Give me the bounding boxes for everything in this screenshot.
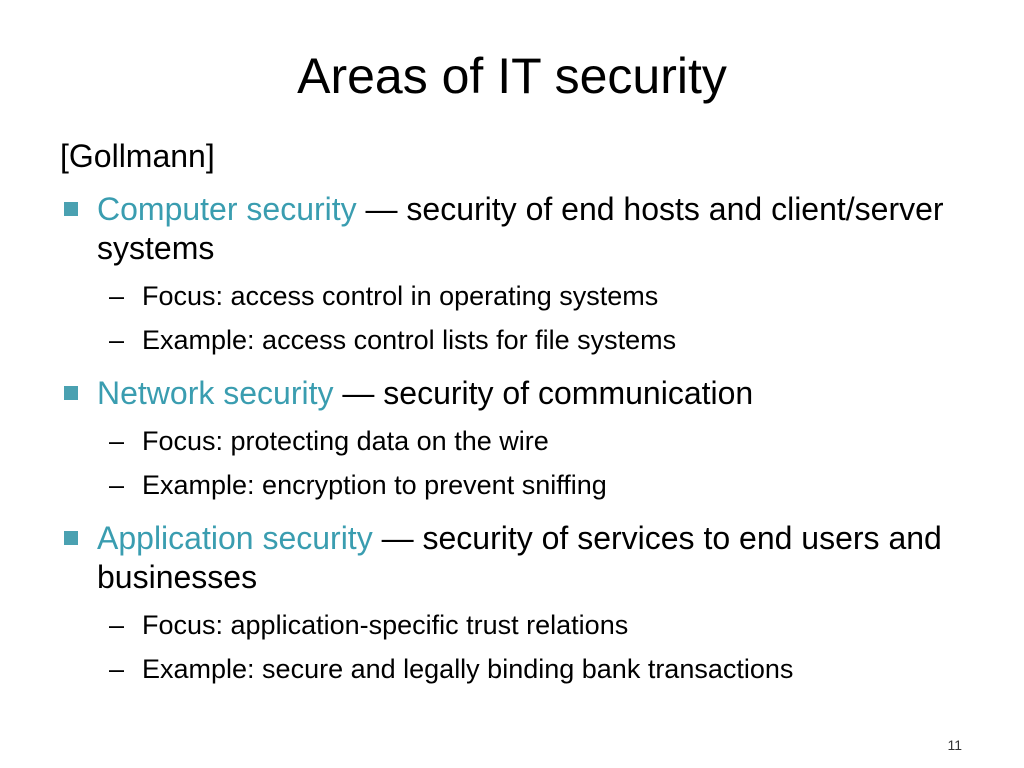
bullet-text: Computer security — security of end host… xyxy=(97,190,980,268)
sub-bullet-text: Focus: application-specific trust relati… xyxy=(142,610,629,640)
page-number: 11 xyxy=(947,737,962,753)
bullet-term: Network security xyxy=(97,375,334,411)
sub-bullet-item: – Focus: protecting data on the wire xyxy=(109,419,980,463)
square-bullet-icon xyxy=(64,386,78,400)
sub-bullet-text: Example: encryption to prevent sniffing xyxy=(142,470,607,500)
sub-bullet-text: Focus: access control in operating syste… xyxy=(142,281,659,311)
bullet-text: Network security — security of communica… xyxy=(97,374,980,413)
bullet-item-application-security: Application security — security of servi… xyxy=(60,519,980,691)
sub-bullet-list: – Focus: protecting data on the wire – E… xyxy=(97,419,980,507)
bullet-item-network-security: Network security — security of communica… xyxy=(60,374,980,507)
sub-bullet-text: Focus: protecting data on the wire xyxy=(142,426,549,456)
source-citation: [Gollmann] xyxy=(60,138,215,174)
bullet-description: — security of end hosts and client/serve… xyxy=(97,191,944,266)
bullet-term: Application security xyxy=(97,520,373,556)
sub-bullet-item: – Example: access control lists for file… xyxy=(109,318,980,362)
sub-bullet-item: – Focus: access control in operating sys… xyxy=(109,274,980,318)
bullet-description: — security of communication xyxy=(333,375,754,411)
square-bullet-icon xyxy=(64,202,78,216)
bullet-list: Computer security — security of end host… xyxy=(60,190,980,703)
dash-icon: – xyxy=(109,610,125,640)
sub-bullet-item: – Focus: application-specific trust rela… xyxy=(109,603,980,647)
square-bullet-icon xyxy=(64,531,78,545)
dash-icon: – xyxy=(109,470,125,500)
bullet-text: Application security — security of servi… xyxy=(97,519,980,597)
dash-icon: – xyxy=(109,654,125,684)
sub-bullet-list: – Focus: access control in operating sys… xyxy=(97,274,980,362)
sub-bullet-text: Example: access control lists for file s… xyxy=(142,325,677,355)
bullet-description: — security of services to end users and … xyxy=(97,520,942,595)
bullet-item-computer-security: Computer security — security of end host… xyxy=(60,190,980,362)
sub-bullet-item: – Example: encryption to prevent sniffin… xyxy=(109,463,980,507)
dash-icon: – xyxy=(109,325,125,355)
slide-title: Areas of IT security xyxy=(297,48,727,104)
bullet-term: Computer security xyxy=(97,191,357,227)
sub-bullet-list: – Focus: application-specific trust rela… xyxy=(97,603,980,691)
sub-bullet-item: – Example: secure and legally binding ba… xyxy=(109,647,980,691)
dash-icon: – xyxy=(109,281,125,311)
dash-icon: – xyxy=(109,426,125,456)
sub-bullet-text: Example: secure and legally binding bank… xyxy=(142,654,794,684)
